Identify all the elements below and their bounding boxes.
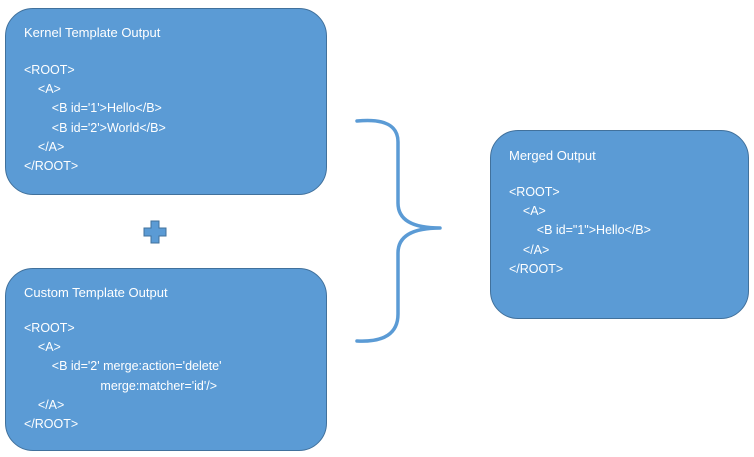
code-line: <A> xyxy=(509,204,546,219)
code-line: <B id='2'>World</B> xyxy=(24,120,166,135)
merged-output-code: <ROOT> <A> <B id="1">Hello</B> </A> </RO… xyxy=(509,183,651,279)
code-line: <A> xyxy=(24,82,61,97)
code-line: <B id="1">Hello</B> xyxy=(509,223,651,238)
code-line: </ROOT> xyxy=(24,158,79,173)
merged-output-box: Merged Output <ROOT> <A> <B id="1">Hello… xyxy=(490,130,749,319)
code-line: <B id='2' merge:action='delete' xyxy=(24,359,222,374)
plus-icon xyxy=(143,220,167,244)
code-line: <A> xyxy=(24,340,61,355)
kernel-template-output-box: Kernel Template Output <ROOT> <A> <B id=… xyxy=(5,8,327,195)
code-line: <B id='1'>Hello</B> xyxy=(24,101,162,116)
custom-template-code: <ROOT> <A> <B id='2' merge:action='delet… xyxy=(24,319,222,434)
code-line: </A> xyxy=(24,397,65,412)
code-line: </A> xyxy=(509,242,550,257)
custom-template-output-box: Custom Template Output <ROOT> <A> <B id=… xyxy=(5,268,327,451)
code-line: <ROOT> xyxy=(24,63,75,77)
right-brace-icon xyxy=(355,118,442,343)
code-line: </ROOT> xyxy=(509,261,564,276)
code-line: </ROOT> xyxy=(24,416,79,431)
code-line: </A> xyxy=(24,139,65,154)
code-line: <ROOT> xyxy=(24,321,75,335)
code-line: <ROOT> xyxy=(509,185,560,199)
kernel-template-code: <ROOT> <A> <B id='1'>Hello</B> <B id='2'… xyxy=(24,61,166,176)
kernel-template-output-title: Kernel Template Output xyxy=(24,25,161,40)
code-line: merge:matcher='id'/> xyxy=(24,378,218,393)
custom-template-output-title: Custom Template Output xyxy=(24,285,168,300)
merged-output-title: Merged Output xyxy=(509,148,596,163)
